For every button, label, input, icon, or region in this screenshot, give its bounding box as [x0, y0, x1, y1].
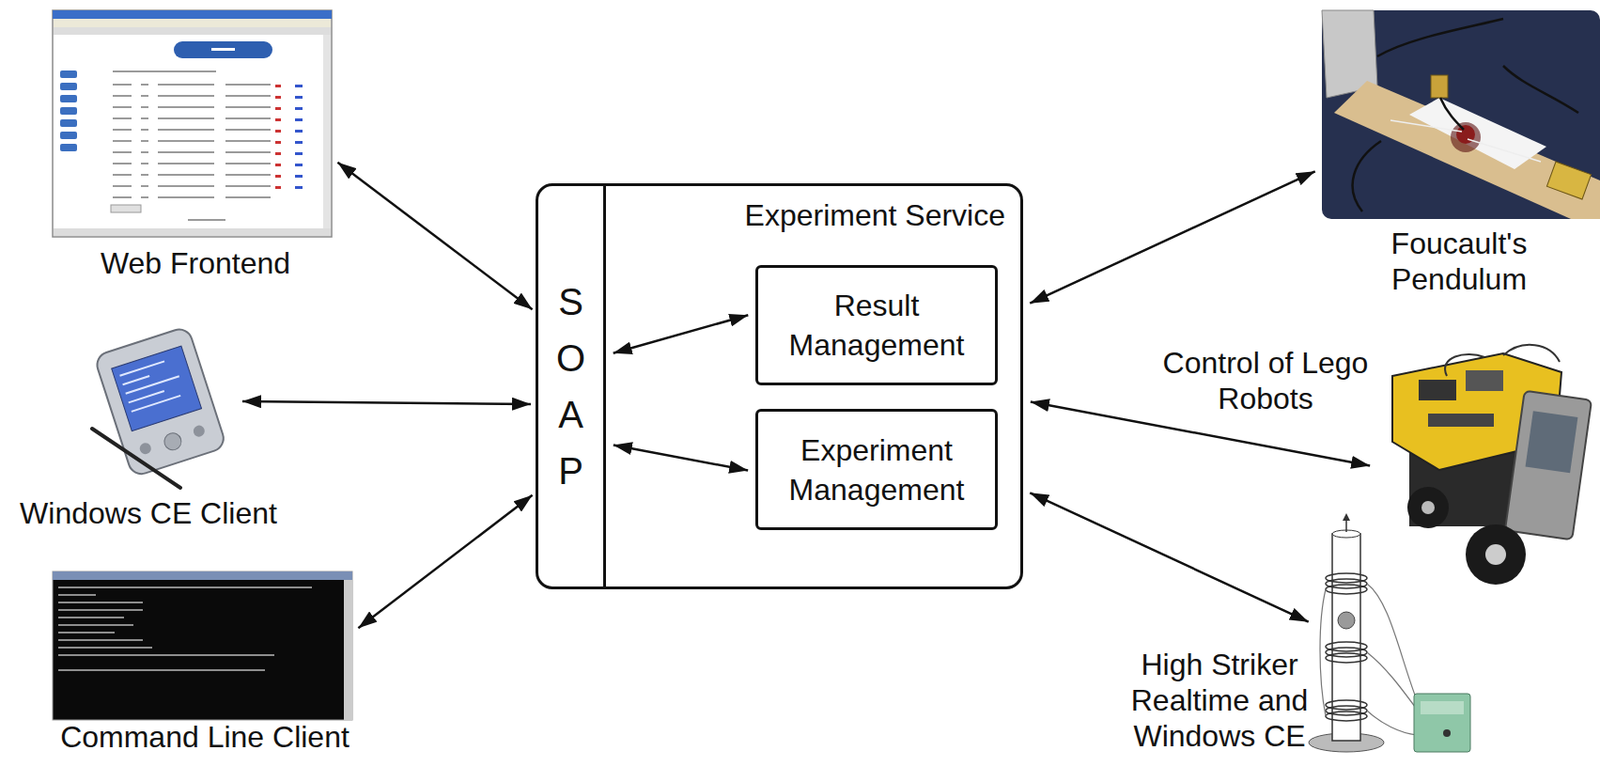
console-screenshot	[52, 571, 353, 720]
pda-client-node: Windows CE Client	[81, 331, 235, 490]
figure-caption: Control of Lego Robots	[1154, 344, 1377, 417]
label-holder: Web Frontend	[54, 245, 337, 281]
nav-button	[60, 131, 78, 140]
frame-heading: Experiment Service	[745, 197, 1006, 234]
handheld-screen	[1525, 410, 1579, 473]
pendulum-node: Foucault's Pendulum	[1321, 10, 1600, 219]
photo-ground	[1321, 10, 1600, 219]
browser-scrollbar	[323, 34, 331, 229]
robot-brick	[1428, 413, 1494, 427]
service-frame: SOAP Result ManagementExperiment Manageme…	[535, 183, 1024, 590]
pda-button	[191, 423, 206, 438]
label-holder: High Striker Realtime and Windows CE	[1123, 646, 1316, 754]
console-titlebar	[52, 571, 353, 580]
browser-screenshot	[52, 10, 332, 237]
console-text-lines	[58, 587, 312, 670]
connector-arrow	[1029, 170, 1315, 303]
label-holder: Foucault's Pendulum	[1365, 225, 1554, 297]
magnet-coils	[1325, 573, 1367, 721]
bob-shadow	[1450, 122, 1481, 153]
box-label: Experiment Management	[765, 430, 988, 510]
label-holder: Control of Lego Robots	[1154, 344, 1377, 417]
figure-caption: High Striker Realtime and Windows CE	[1123, 646, 1316, 754]
nav-button	[60, 143, 78, 152]
wires	[1390, 120, 1541, 162]
browser-window	[52, 10, 332, 237]
robot-wheel	[1465, 524, 1526, 585]
control-box	[1413, 693, 1471, 752]
table-red-links	[275, 84, 281, 198]
connector-arrow	[1030, 401, 1370, 466]
lego-robot	[1392, 344, 1592, 585]
browser-toolbar	[53, 27, 331, 35]
pda-button	[138, 441, 153, 456]
handheld-device	[1505, 390, 1592, 541]
form-button	[110, 204, 141, 213]
robot-brick	[1465, 370, 1504, 391]
connector-arrow	[613, 314, 749, 354]
band-label: SOAP	[552, 273, 591, 499]
connector-arrow	[337, 162, 532, 310]
coil-wires	[1320, 583, 1421, 735]
connector-arrow	[1029, 492, 1308, 622]
nav-button	[60, 119, 78, 127]
box-label: Result Management	[765, 285, 988, 365]
pda-button	[162, 430, 185, 452]
figure-caption: Command Line Client	[45, 718, 365, 755]
command-line-node: Command Line Client	[52, 571, 353, 720]
table-text-lines	[112, 71, 271, 220]
paper-sheet	[1409, 97, 1547, 170]
pda-device	[92, 326, 227, 488]
nav-button	[60, 94, 78, 103]
figure-caption: Web Frontend	[54, 245, 337, 281]
web-frontend-node: Web Frontend	[52, 10, 332, 237]
banner-mark	[211, 47, 235, 51]
console-window	[52, 571, 353, 720]
label-holder: Command Line Client	[45, 718, 365, 755]
robot-brick	[1418, 379, 1457, 401]
up-arrow-head	[1342, 512, 1351, 521]
page-banner-button	[173, 41, 273, 59]
sensor-box	[1430, 75, 1448, 98]
wheel-hub	[1421, 500, 1435, 514]
nav-button	[60, 82, 78, 91]
soap-band: SOAP	[538, 186, 606, 587]
pda-screen	[111, 345, 202, 432]
table-blue-links	[295, 84, 303, 198]
process-box: Result Management	[755, 264, 998, 386]
pda-stylus	[92, 428, 181, 488]
figure-caption: Windows CE Client	[0, 495, 299, 531]
control-panel	[1420, 700, 1464, 715]
nav-button	[60, 107, 78, 115]
connector-arrow	[357, 495, 532, 628]
browser-menubar	[53, 18, 331, 28]
browser-titlebar	[52, 10, 332, 19]
label-holder: Experiment Service	[745, 197, 1006, 234]
connector-arrow	[613, 444, 748, 470]
high-striker	[1308, 512, 1471, 752]
connector-arrow	[242, 401, 531, 404]
pendulum-photo	[1321, 10, 1600, 219]
control-knob	[1443, 729, 1451, 737]
robot-wheel	[1407, 486, 1449, 529]
striker-node: High Striker Realtime and Windows CE	[1315, 514, 1476, 760]
cables	[1352, 18, 1579, 212]
driver-box	[1546, 161, 1591, 200]
process-box: Experiment Management	[755, 408, 998, 530]
label-holder: Windows CE Client	[0, 495, 299, 531]
nav-button	[60, 70, 78, 78]
console-scrollbar	[343, 579, 353, 720]
browser-statusbar	[53, 228, 331, 236]
figure-caption: Foucault's Pendulum	[1365, 225, 1554, 297]
wheel-hub	[1485, 543, 1507, 565]
striker-ball	[1337, 611, 1355, 629]
robot-node: Control of Lego Robots	[1377, 346, 1598, 591]
pda-screen-lines	[120, 357, 186, 412]
pda-body	[93, 326, 228, 478]
robot-cables	[1444, 344, 1560, 376]
